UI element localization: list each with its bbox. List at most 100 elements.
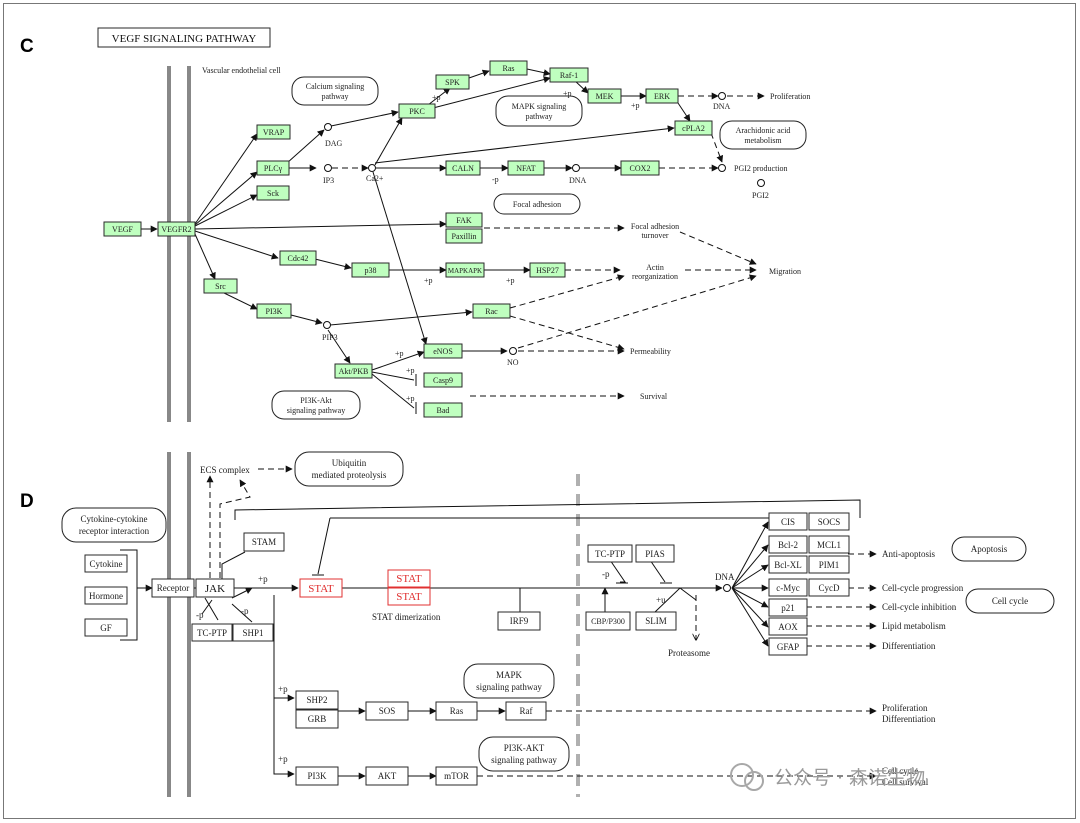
gene-raf1[interactable]: Raf-1	[549, 67, 589, 83]
svg-text:MAPK signaling: MAPK signaling	[512, 102, 566, 111]
gene-cbp-p300[interactable]: CBP/P300	[585, 611, 631, 631]
gene-caln[interactable]: CALN	[445, 160, 481, 176]
gene-pias[interactable]: PIAS	[635, 544, 675, 563]
gene-sos[interactable]: SOS	[365, 701, 409, 721]
panel-d-edges	[120, 465, 877, 780]
gene-bclxl[interactable]: Bcl-XL	[768, 555, 808, 574]
gene-rac[interactable]: Rac	[472, 303, 511, 319]
gene-vrap[interactable]: VRAP	[256, 124, 291, 140]
gene-gfap[interactable]: GFAP	[768, 637, 808, 656]
pathway-mapk-signaling-c[interactable]: MAPK signaling pathway	[495, 95, 583, 127]
ligand-gf[interactable]: GF	[84, 618, 128, 637]
gene-sck[interactable]: Sck	[256, 185, 290, 201]
gene-src[interactable]: Src	[203, 278, 238, 294]
gene-slim[interactable]: SLIM	[635, 611, 677, 631]
pathway-focal-adhesion[interactable]: Focal adhesion	[493, 193, 581, 215]
mod-p-jak: +p	[258, 574, 268, 584]
svg-text:TC-PTP: TC-PTP	[197, 628, 227, 638]
gene-hsp27[interactable]: HSP27	[529, 262, 566, 278]
gene-plcg[interactable]: PLCγ	[256, 160, 290, 176]
svg-text:CycD: CycD	[819, 583, 840, 593]
gene-akt[interactable]: Akt/PKB	[334, 363, 373, 379]
gene-mcl1[interactable]: MCL1	[808, 535, 850, 554]
gene-erk[interactable]: ERK	[645, 88, 679, 104]
gene-stam[interactable]: STAM	[243, 532, 285, 552]
gene-spk[interactable]: SPK	[435, 74, 470, 90]
outcome-survival-d-1: Cell cycle	[882, 766, 918, 776]
gene-paxillin[interactable]: Paxillin	[445, 228, 483, 244]
gene-tcptp-1[interactable]: TC-PTP	[191, 623, 233, 642]
gene-mapkapk[interactable]: MAPKAPK	[445, 262, 485, 278]
svg-text:Raf-1: Raf-1	[560, 71, 578, 80]
mod-p-hsp: +p	[506, 276, 515, 285]
gene-ras[interactable]: Ras	[489, 60, 528, 76]
gene-mtor[interactable]: mTOR	[435, 766, 478, 786]
gene-aox[interactable]: AOX	[768, 617, 808, 636]
svg-text:signaling pathway: signaling pathway	[491, 755, 557, 765]
ligand-cytokine[interactable]: Cytokine	[84, 554, 128, 573]
outcome-cell-cycle-inhibition: Cell-cycle inhibition	[882, 602, 957, 612]
gene-casp9[interactable]: Casp9	[423, 372, 463, 388]
wechat-icon	[730, 763, 754, 787]
gene-stat-dimer-b[interactable]: STAT	[387, 587, 431, 606]
gene-cis[interactable]: CIS	[768, 512, 808, 531]
svg-text:Paxillin: Paxillin	[452, 232, 477, 241]
gene-jak[interactable]: JAK	[195, 578, 235, 598]
gene-receptor[interactable]: Receptor	[151, 578, 195, 598]
gene-nfat[interactable]: NFAT	[507, 160, 545, 176]
mod-p-shp2: +p	[278, 684, 288, 694]
gene-grb[interactable]: GRB	[295, 709, 339, 729]
gene-bad[interactable]: Bad	[423, 402, 463, 418]
svg-text:Focal adhesion: Focal adhesion	[513, 200, 561, 209]
svg-text:Rac: Rac	[485, 307, 498, 316]
gene-p38[interactable]: p38	[351, 262, 390, 278]
pathway-mapk-d[interactable]: MAPK signaling pathway	[463, 663, 555, 699]
gene-raf-d[interactable]: Raf	[505, 701, 547, 721]
svg-text:mediated proteolysis: mediated proteolysis	[312, 470, 387, 480]
gene-akt-d[interactable]: AKT	[365, 766, 409, 786]
svg-text:IRF9: IRF9	[510, 616, 529, 626]
gene-fak[interactable]: FAK	[445, 212, 483, 228]
mod-p-erk: +p	[631, 101, 640, 110]
gene-enos[interactable]: eNOS	[423, 343, 463, 359]
gene-socs[interactable]: SOCS	[808, 512, 850, 531]
svg-text:CIS: CIS	[781, 517, 795, 527]
gene-mek[interactable]: MEK	[587, 88, 622, 104]
pathway-calcium-signaling[interactable]: Calcium signaling pathway	[291, 76, 379, 106]
gene-vegfr2[interactable]: VEGFR2	[157, 221, 196, 237]
pathway-pi3k-akt-d[interactable]: PI3K-AKT signaling pathway	[478, 736, 570, 772]
mod-p-pkc: +p	[424, 276, 433, 285]
svg-text:HSP27: HSP27	[536, 266, 559, 275]
pathway-arachidonic-acid[interactable]: Arachidonic acid metabolism	[719, 120, 807, 150]
pathway-cell-cycle[interactable]: Cell cycle	[965, 588, 1055, 614]
ligand-hormone[interactable]: Hormone	[84, 586, 128, 605]
gene-shp2[interactable]: SHP2	[295, 690, 339, 710]
mod-p-bad: +p	[406, 394, 415, 403]
gene-cpla2[interactable]: cPLA2	[674, 120, 713, 136]
svg-text:PKC: PKC	[409, 107, 425, 116]
gene-pi3k-d[interactable]: PI3K	[295, 766, 339, 786]
pathway-apoptosis[interactable]: Apoptosis	[951, 536, 1027, 562]
gene-p21[interactable]: p21	[768, 598, 808, 617]
gene-pi3k[interactable]: PI3K	[256, 303, 292, 319]
gene-pim1[interactable]: PIM1	[808, 555, 850, 574]
pathway-cytokine-receptor[interactable]: Cytokine-cytokine receptor interaction	[61, 507, 167, 543]
svg-text:Cdc42: Cdc42	[288, 254, 309, 263]
gene-shp1[interactable]: SHP1	[232, 623, 274, 642]
pathway-ubiquitin[interactable]: Ubiquitin mediated proteolysis	[294, 451, 404, 487]
gene-stat-dimer-a[interactable]: STAT	[387, 569, 431, 588]
outcome-migration: Migration	[769, 267, 801, 276]
gene-irf9[interactable]: IRF9	[497, 611, 541, 631]
svg-text:Ras: Ras	[503, 64, 515, 73]
gene-tcptp-2[interactable]: TC-PTP	[587, 544, 633, 563]
gene-cycd[interactable]: CycD	[808, 578, 850, 597]
gene-stat[interactable]: STAT	[299, 578, 343, 598]
gene-vegf[interactable]: VEGF	[103, 221, 142, 237]
pathway-pi3k-akt-c[interactable]: PI3K-Akt signaling pathway	[271, 390, 361, 420]
gene-cdc42[interactable]: Cdc42	[279, 250, 317, 266]
gene-bcl2[interactable]: Bcl-2	[768, 535, 808, 554]
gene-ras-d[interactable]: Ras	[435, 701, 478, 721]
gene-cmyc[interactable]: c-Myc	[768, 578, 808, 597]
gene-pkc[interactable]: PKC	[398, 103, 436, 119]
gene-cox2[interactable]: COX2	[620, 160, 660, 176]
